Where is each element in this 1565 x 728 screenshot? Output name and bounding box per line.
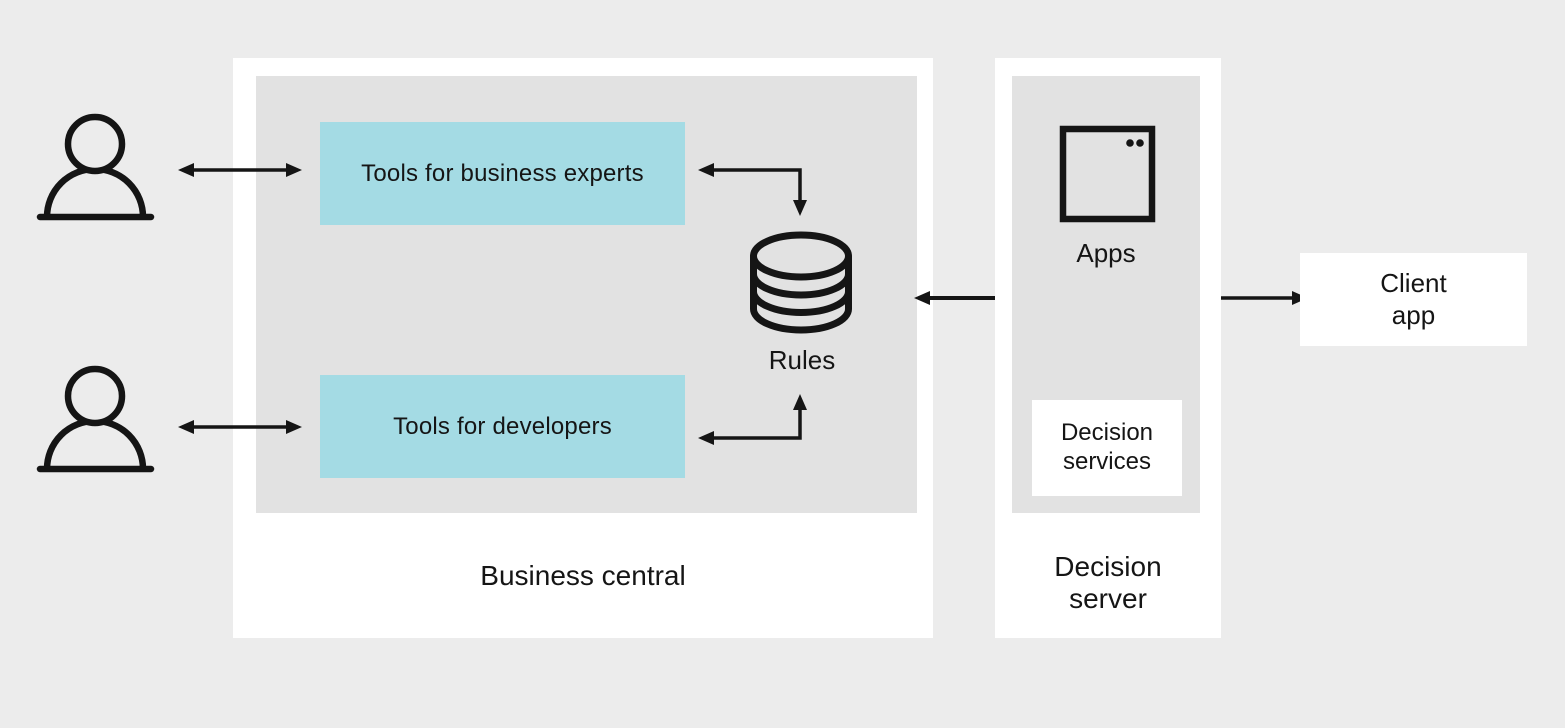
- tools-for-business-experts-box: Tools for business experts: [320, 122, 685, 225]
- decision-services-box: Decision services: [1032, 400, 1182, 496]
- bidirectional-arrow: [178, 163, 302, 177]
- database-icon: [750, 231, 852, 334]
- tools-for-business-experts-label: Tools for business experts: [361, 159, 644, 187]
- business-central-label: Business central: [480, 560, 686, 591]
- rules-label: Rules: [768, 345, 836, 375]
- tools-for-developers-box: Tools for developers: [320, 375, 685, 478]
- elbow-bidirectional-arrow: [698, 394, 807, 445]
- tools-for-developers-label: Tools for developers: [393, 412, 612, 440]
- elbow-bidirectional-arrow: [698, 163, 807, 216]
- apps-label: Apps: [1076, 238, 1136, 268]
- bidirectional-arrow: [178, 420, 302, 434]
- app-window-icon: [1059, 125, 1156, 223]
- person-icon: [36, 365, 155, 473]
- person-icon: [36, 113, 155, 221]
- client-app-label: Client app: [1380, 268, 1447, 330]
- client-app-box: Client app: [1300, 253, 1527, 346]
- decision-server-label: Decision server: [1054, 551, 1162, 615]
- decision-services-label: Decision services: [1060, 419, 1154, 475]
